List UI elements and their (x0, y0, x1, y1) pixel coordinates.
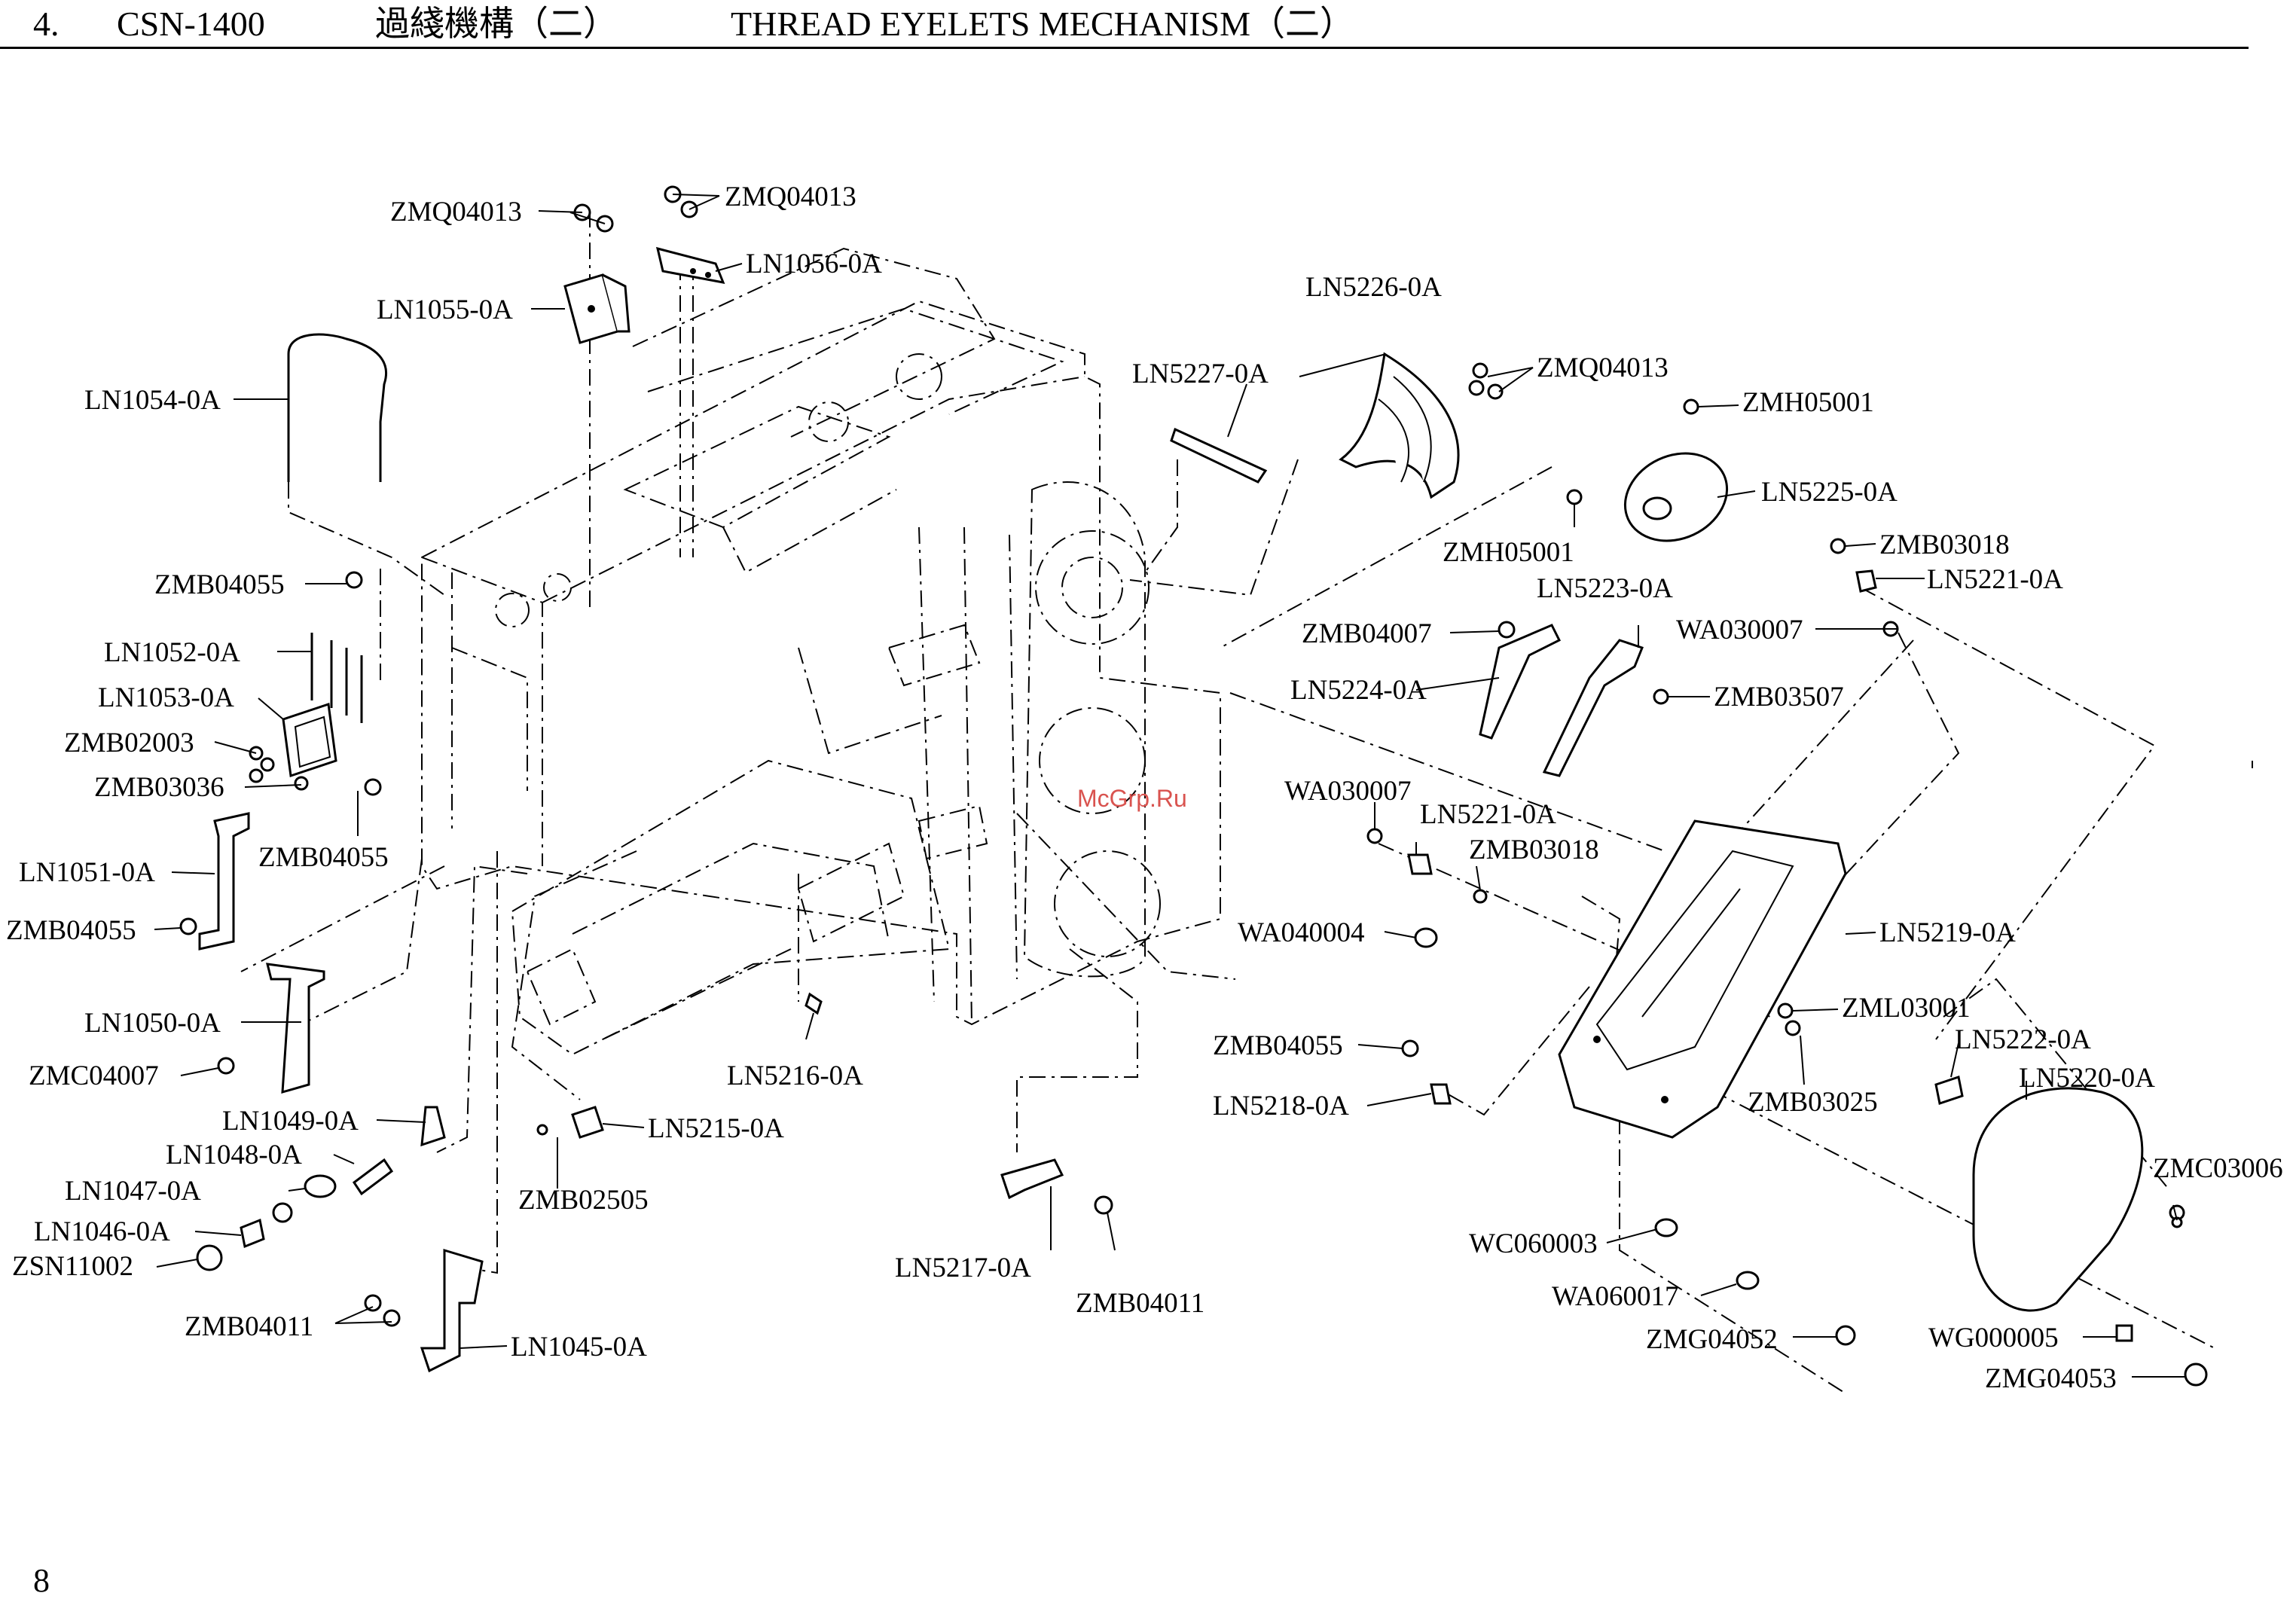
page-header: 4. CSN-1400 過綫機構（二） THREAD EYELETS MECHA… (0, 0, 2296, 53)
callout-ln5222: LN5222-0A (1955, 1024, 2091, 1055)
callout-ln5225: LN5225-0A (1761, 477, 1898, 508)
callout-zmb04055-a: ZMB04055 (154, 569, 285, 600)
leader-lines (154, 194, 2185, 1378)
callout-labels: ZMQ04013 ZMQ04013 LN1056-0A LN1055-0A LN… (6, 182, 2283, 1394)
callout-zmg04053: ZMG04053 (1985, 1363, 2117, 1394)
callout-ln1051: LN1051-0A (19, 857, 155, 888)
callout-ln5215: LN5215-0A (648, 1113, 784, 1144)
callout-ln5221-a: LN5221-0A (1927, 564, 2063, 595)
callout-ln1046: LN1046-0A (34, 1216, 170, 1247)
callout-zmb04055-b: ZMB04055 (258, 842, 389, 873)
callout-zmq04013-c: ZMQ04013 (1537, 352, 1669, 383)
callout-zmh05001-a: ZMH05001 (1742, 387, 1874, 418)
watermark: McGrp.Ru (1077, 785, 1187, 812)
callout-zmb04055-d: ZMB04055 (1213, 1030, 1343, 1061)
callout-ln5218: LN5218-0A (1213, 1091, 1349, 1121)
callout-zmh05001-b: ZMH05001 (1443, 537, 1574, 568)
callout-ln1056: LN1056-0A (746, 249, 882, 279)
title-chinese: 過綫機構（二） (375, 5, 618, 43)
callout-zmc04007: ZMC04007 (29, 1060, 159, 1091)
callout-zmb04011-a: ZMB04011 (1076, 1288, 1204, 1319)
callout-zmb02505: ZMB02505 (518, 1185, 649, 1216)
callout-ln5223: LN5223-0A (1537, 573, 1673, 604)
callout-zmb04055-c: ZMB04055 (6, 915, 136, 946)
machine-frame (421, 247, 1221, 1056)
callout-ln5216: LN5216-0A (727, 1060, 863, 1091)
callout-wa040004: WA040004 (1238, 917, 1365, 948)
callout-ln5217: LN5217-0A (895, 1253, 1031, 1283)
page-number: 8 (33, 1562, 50, 1599)
title-english: THREAD EYELETS MECHANISM（二） (731, 5, 1354, 43)
model-name: CSN-1400 (117, 5, 265, 43)
callout-ln5220: LN5220-0A (2019, 1063, 2155, 1094)
callout-wc060003: WC060003 (1469, 1228, 1598, 1259)
callout-zmb04007: ZMB04007 (1302, 618, 1432, 649)
callout-wa030007-b: WA030007 (1284, 776, 1412, 807)
callout-ln1052: LN1052-0A (104, 637, 240, 668)
callout-ln1055: LN1055-0A (377, 294, 513, 325)
section-number: 4. (33, 5, 60, 43)
callout-zml03001: ZML03001 (1842, 993, 1971, 1024)
callout-ln5227: LN5227-0A (1132, 359, 1269, 389)
callout-zmb03018-b: ZMB03018 (1469, 835, 1599, 865)
callout-wa060017: WA060017 (1552, 1281, 1679, 1312)
callout-ln5224: LN5224-0A (1290, 675, 1427, 706)
callout-ln1047: LN1047-0A (65, 1176, 201, 1207)
callout-wg000005: WG000005 (1928, 1323, 2059, 1353)
callout-zmc03006: ZMC03006 (2153, 1153, 2283, 1184)
callout-ln5226: LN5226-0A (1305, 272, 1442, 303)
callout-zsn11002: ZSN11002 (12, 1251, 133, 1282)
callout-ln1050: LN1050-0A (84, 1008, 221, 1039)
callout-ln1053: LN1053-0A (98, 682, 234, 713)
callout-zmq04013-b: ZMQ04013 (725, 182, 856, 212)
callout-ln1049: LN1049-0A (222, 1106, 359, 1137)
assembly-lines (240, 211, 2253, 1394)
callout-zmg04052: ZMG04052 (1646, 1324, 1778, 1355)
callout-ln1048: LN1048-0A (166, 1140, 302, 1170)
callout-zmb02003: ZMB02003 (64, 728, 194, 758)
callout-zmb03507: ZMB03507 (1714, 682, 1844, 713)
callout-ln5221-b: LN5221-0A (1420, 799, 1556, 830)
callout-ln1054: LN1054-0A (84, 385, 221, 416)
callout-zmb03036: ZMB03036 (94, 772, 224, 803)
header-rule (0, 47, 2249, 49)
callout-wa030007-a: WA030007 (1676, 615, 1803, 645)
callout-ln1045: LN1045-0A (511, 1332, 647, 1363)
parts (179, 185, 2208, 1387)
callout-ln5219: LN5219-0A (1879, 917, 2016, 948)
callout-zmb03025: ZMB03025 (1748, 1087, 1878, 1118)
callout-zmb03018-a: ZMB03018 (1879, 529, 2010, 560)
callout-zmq04013-a: ZMQ04013 (390, 197, 522, 227)
callout-zmb04011-b: ZMB04011 (185, 1311, 313, 1342)
